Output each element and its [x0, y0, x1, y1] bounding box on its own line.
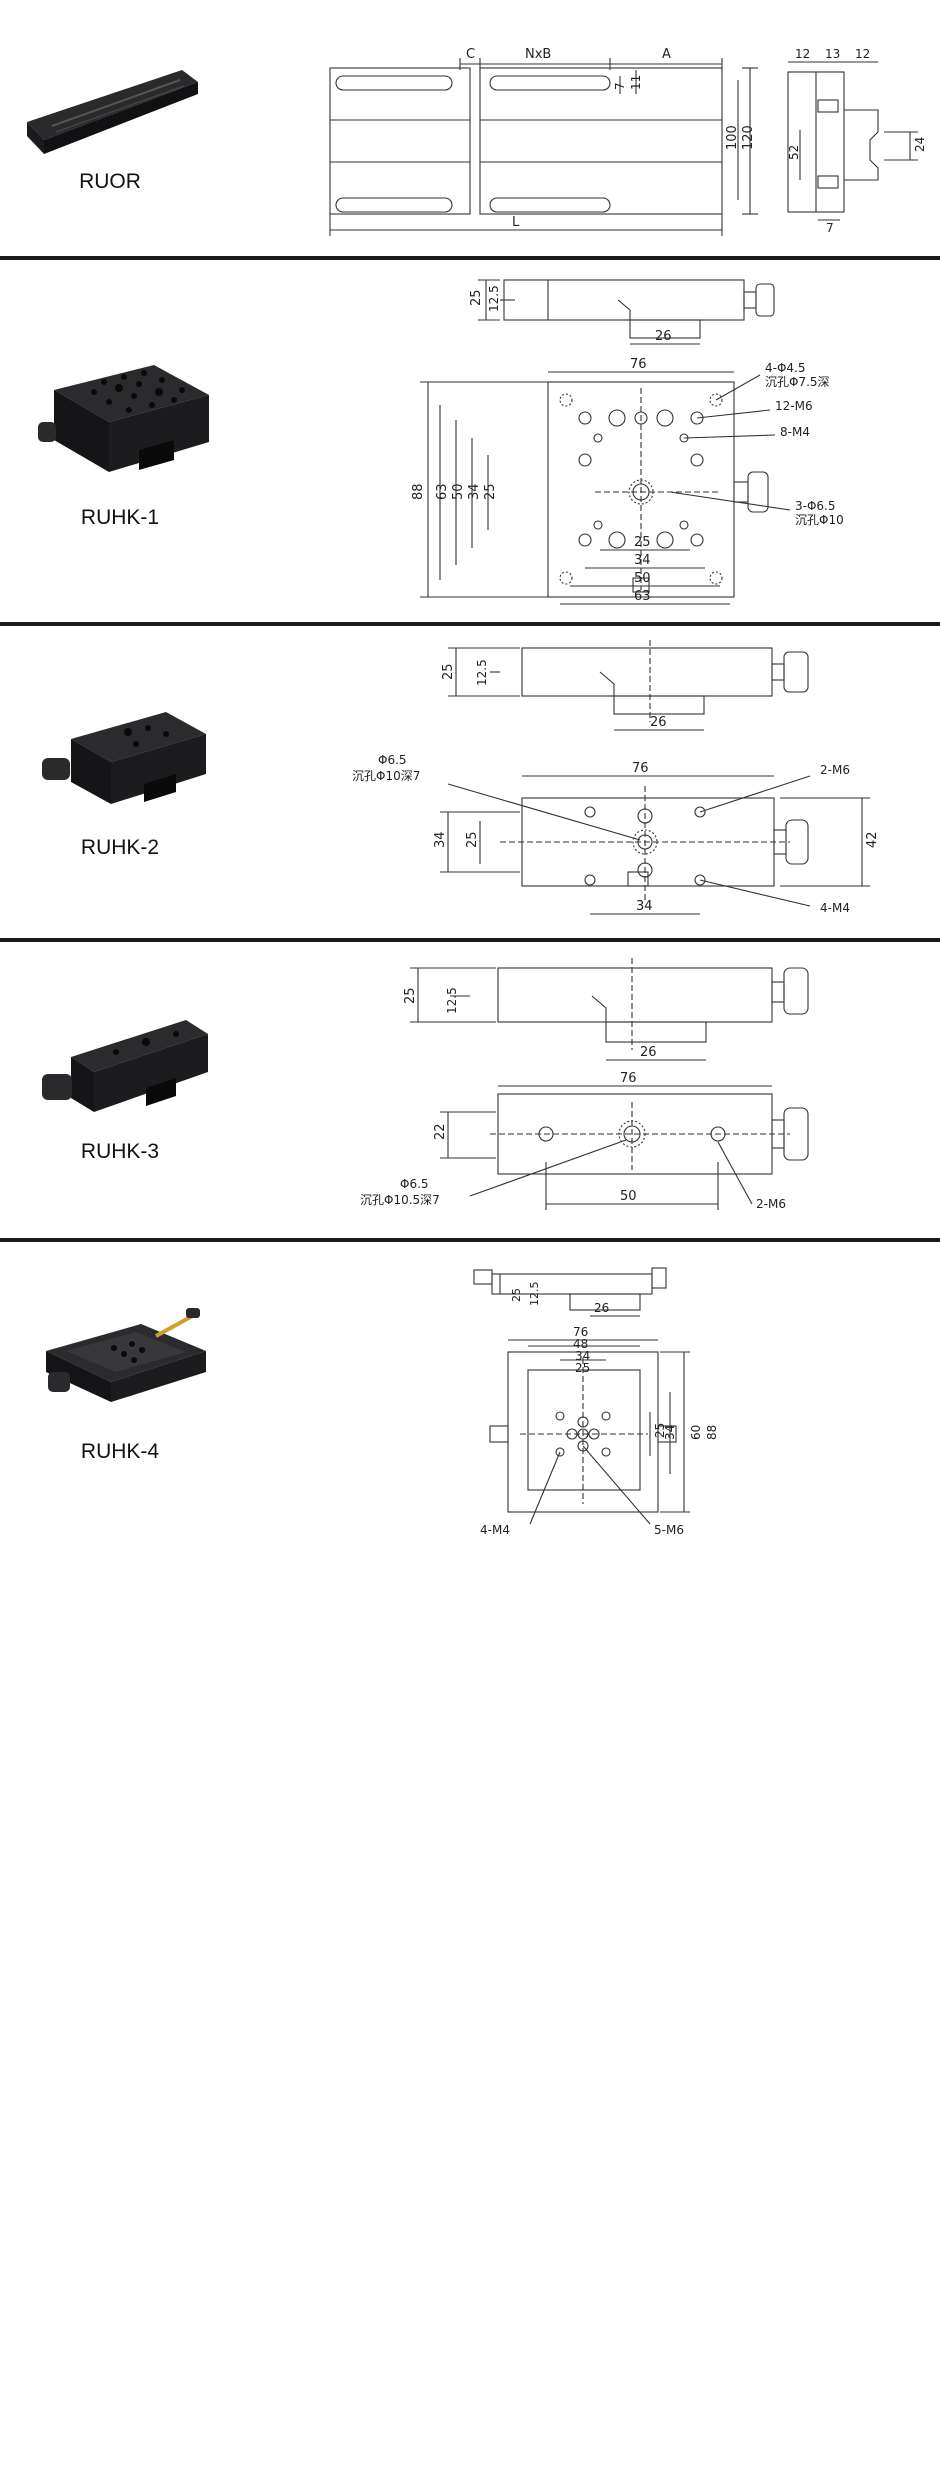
ruor-drawing: C NxB A 7 11 100 120 L 12 13 12 52 24 7	[329, 47, 927, 236]
dim-60: 60	[689, 1425, 703, 1440]
ruhk2-drawing: 25 12.5 26 76 34 25 42 34 Φ6.5 沉孔Φ10深7 2…	[352, 640, 880, 915]
dim-12-5: 12.5	[445, 987, 459, 1014]
dim-11: 11	[629, 75, 643, 90]
dim-25h: 25	[634, 535, 651, 550]
product-label: RUHK-1	[80, 506, 160, 529]
dim-88: 88	[411, 483, 426, 500]
callout-m6: 12-M6	[775, 399, 813, 413]
product-label: RUHK-2	[80, 836, 160, 859]
callout-center-a: Φ6.5	[378, 753, 407, 767]
dim-63v: 63	[435, 483, 450, 500]
callout-m4: 4-M4	[820, 901, 850, 915]
dim-22: 22	[433, 1123, 448, 1140]
dim-25v: 25	[483, 483, 498, 500]
dim-34v: 34	[467, 483, 482, 500]
dim-a: A	[662, 47, 671, 62]
product-label: RUHK-4	[80, 1440, 160, 1463]
dim-12-5: 12.5	[487, 285, 501, 312]
dim-26: 26	[640, 1045, 657, 1060]
callout-hole-a: 4-Φ4.5	[765, 361, 806, 375]
callout-m4: 8-M4	[780, 425, 810, 439]
callout-m6: 5-M6	[654, 1523, 684, 1537]
dim-nxb: NxB	[525, 47, 551, 62]
stage-photo	[38, 365, 209, 472]
product-section-ruhk3: RUHK-3 25 12.5	[0, 942, 940, 1238]
callout-hole-b: 沉孔Φ7.5深	[765, 375, 830, 389]
dim-50: 50	[620, 1189, 637, 1204]
dim-7-side: 7	[826, 221, 834, 235]
dim-25: 25	[510, 1288, 523, 1302]
dim-50v: 50	[451, 483, 466, 500]
callout-center-a: 3-Φ6.5	[795, 499, 836, 513]
dim-88: 88	[705, 1425, 719, 1440]
product-section-ruor: RUOR	[0, 0, 940, 256]
dim-120: 120	[741, 125, 756, 150]
dim-26: 26	[655, 329, 672, 344]
product-section-ruhk1: RUHK-1	[0, 260, 940, 622]
dim-12-5: 12.5	[475, 659, 489, 686]
rail-photo	[27, 70, 198, 154]
ruhk3-drawing: 25 12.5 26 76 22 50 Φ6.5 沉孔Φ10.5深7 2-M6	[360, 958, 809, 1211]
dim-26: 26	[594, 1301, 609, 1315]
section-divider	[0, 1238, 940, 1242]
dim-12-5: 12.5	[528, 1282, 541, 1307]
dim-76: 76	[573, 1325, 588, 1339]
callout-m6: 2-M6	[756, 1197, 786, 1211]
dim-25: 25	[441, 663, 456, 680]
dim-26: 26	[650, 715, 667, 730]
dim-25v: 25	[653, 1423, 667, 1438]
callout-m4: 4-M4	[480, 1523, 510, 1537]
ruhk4-drawing: 25 12.5 26 76 48 34 25 25 34 60 88 4-M4 …	[473, 1267, 719, 1537]
dim-34: 34	[575, 1349, 590, 1363]
dim-48: 48	[573, 1337, 588, 1351]
dim-76: 76	[620, 1071, 637, 1086]
dim-12a: 12	[795, 47, 810, 61]
section-divider	[0, 938, 940, 942]
dim-24: 24	[913, 137, 927, 152]
dim-25: 25	[403, 987, 418, 1004]
section-divider	[0, 256, 940, 260]
ruhk1-drawing: 25 12.5 26 76 88 63 50 34 25 25 34 50 63…	[411, 279, 844, 605]
dim-50h: 50	[634, 571, 651, 586]
callout-center-a: Φ6.5	[400, 1177, 429, 1191]
dim-l: L	[512, 215, 520, 230]
callout-m6: 2-M6	[820, 763, 850, 777]
product-label: RUHK-3	[80, 1140, 160, 1163]
callout-center-b: 沉孔Φ10	[795, 513, 844, 527]
dim-25: 25	[469, 289, 484, 306]
dim-76: 76	[630, 357, 647, 372]
product-section-ruhk4: RUHK-4	[0, 1242, 940, 2475]
dim-c: C	[466, 47, 475, 62]
section-divider	[0, 622, 940, 626]
dim-52: 52	[787, 145, 801, 160]
dim-13: 13	[825, 47, 840, 61]
dim-34h: 34	[636, 899, 653, 914]
callout-center-b: 沉孔Φ10.5深7	[360, 1193, 440, 1207]
product-section-ruhk2: RUHK-2	[0, 626, 940, 938]
dim-34v: 34	[433, 831, 448, 848]
dim-34v: 34	[663, 1425, 677, 1440]
dim-100: 100	[725, 125, 740, 150]
dim-34h: 34	[634, 553, 651, 568]
stage-photo	[42, 1020, 208, 1112]
stage-photo	[42, 712, 206, 804]
callout-center-b: 沉孔Φ10深7	[352, 769, 420, 783]
stage-photo	[46, 1308, 206, 1402]
dim-7: 7	[613, 82, 627, 90]
dim-63h: 63	[634, 589, 651, 604]
dim-76: 76	[632, 761, 649, 776]
dim-25: 25	[575, 1361, 590, 1375]
dim-12b: 12	[855, 47, 870, 61]
dim-42: 42	[865, 831, 880, 848]
product-label: RUOR	[79, 170, 141, 193]
dim-25v: 25	[465, 831, 480, 848]
